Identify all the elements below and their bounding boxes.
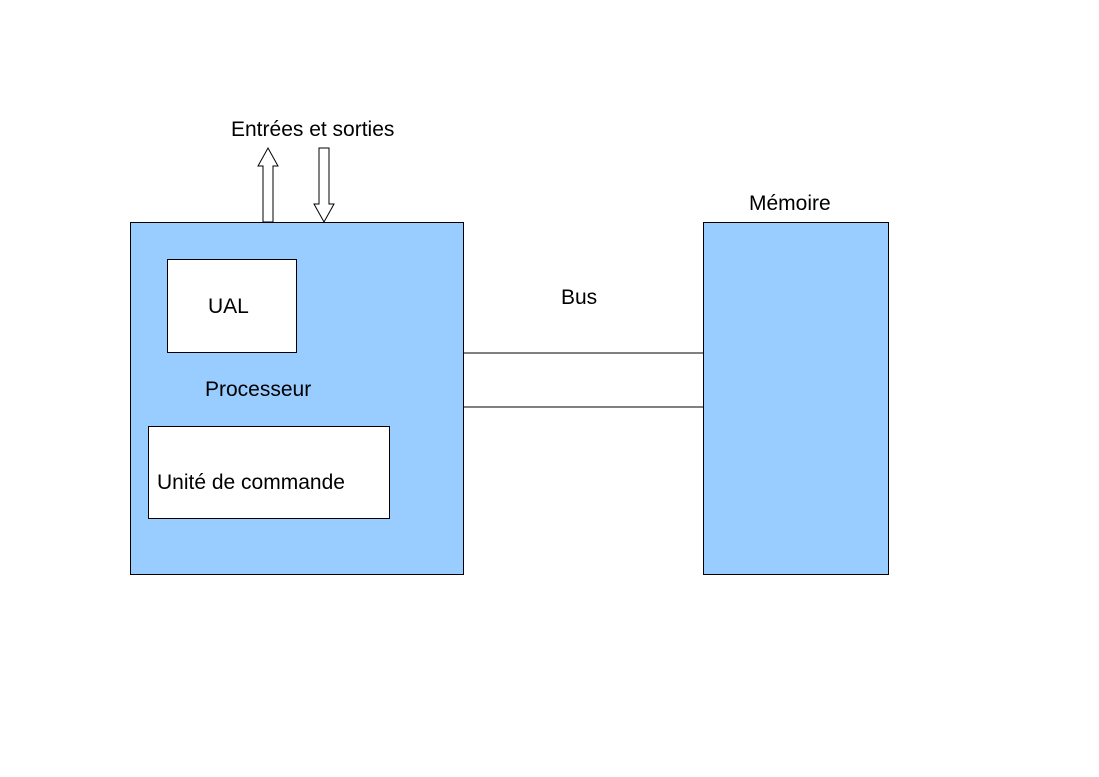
memory-box [703, 222, 889, 575]
output-arrow [257, 146, 279, 223]
io-label: Entrées et sorties [231, 118, 395, 141]
bus-label: Bus [561, 286, 598, 309]
control-unit-label: Unité de commande [157, 471, 345, 494]
memory-label: Mémoire [749, 192, 831, 215]
input-arrow [313, 147, 335, 224]
alu-label: UAL [208, 295, 249, 318]
processor-label: Processeur [205, 378, 312, 401]
control-unit-box [148, 426, 390, 519]
alu-box [167, 259, 297, 353]
